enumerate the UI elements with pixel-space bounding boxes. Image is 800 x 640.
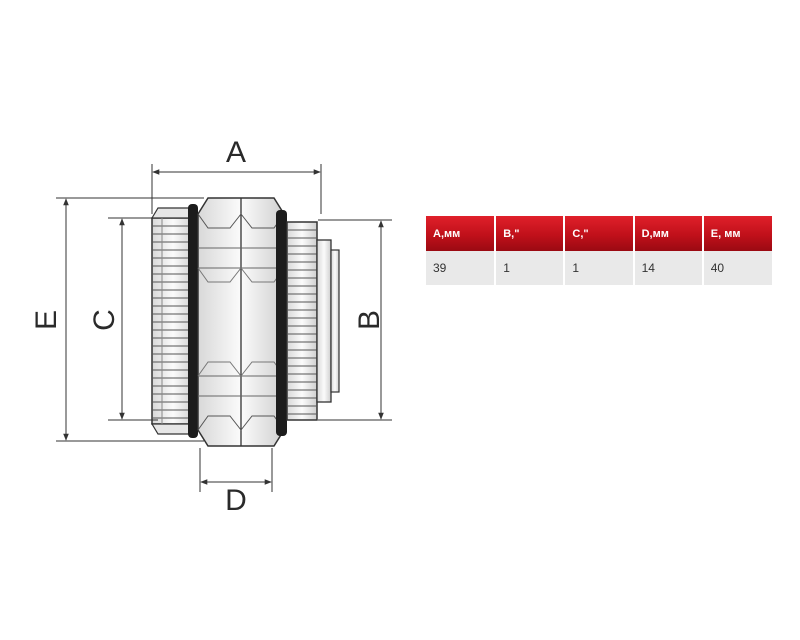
- header-c: C,": [564, 216, 635, 251]
- header-b: B,": [495, 216, 566, 251]
- dimension-d: [199, 448, 273, 492]
- dimension-e: [56, 197, 204, 442]
- header-a: A,мм: [426, 216, 497, 251]
- left-gasket: [188, 204, 198, 438]
- cell-e: 40: [702, 251, 772, 285]
- hex-nut: [197, 197, 285, 447]
- header-d: D,мм: [633, 216, 704, 251]
- right-thread: [286, 221, 340, 421]
- spec-table: A,мм B," C," D,мм E, мм 39 1 1 14 40: [426, 216, 772, 285]
- label-c: C: [88, 309, 121, 331]
- label-a: A: [226, 136, 246, 169]
- dimension-b: [318, 219, 392, 421]
- cell-c: 1: [564, 251, 635, 285]
- header-e: E, мм: [702, 216, 772, 251]
- label-d: D: [225, 484, 247, 517]
- label-e: E: [30, 310, 63, 330]
- table-header-row: A,мм B," C," D,мм E, мм: [426, 216, 772, 251]
- dimension-a: [151, 164, 322, 214]
- cell-b: 1: [495, 251, 566, 285]
- cell-a: 39: [426, 251, 497, 285]
- cell-d: 14: [633, 251, 704, 285]
- left-thread: [150, 207, 195, 435]
- table-row: 39 1 1 14 40: [426, 251, 772, 285]
- right-gasket: [276, 210, 287, 436]
- dimension-c: [108, 217, 158, 421]
- label-b: B: [353, 310, 386, 330]
